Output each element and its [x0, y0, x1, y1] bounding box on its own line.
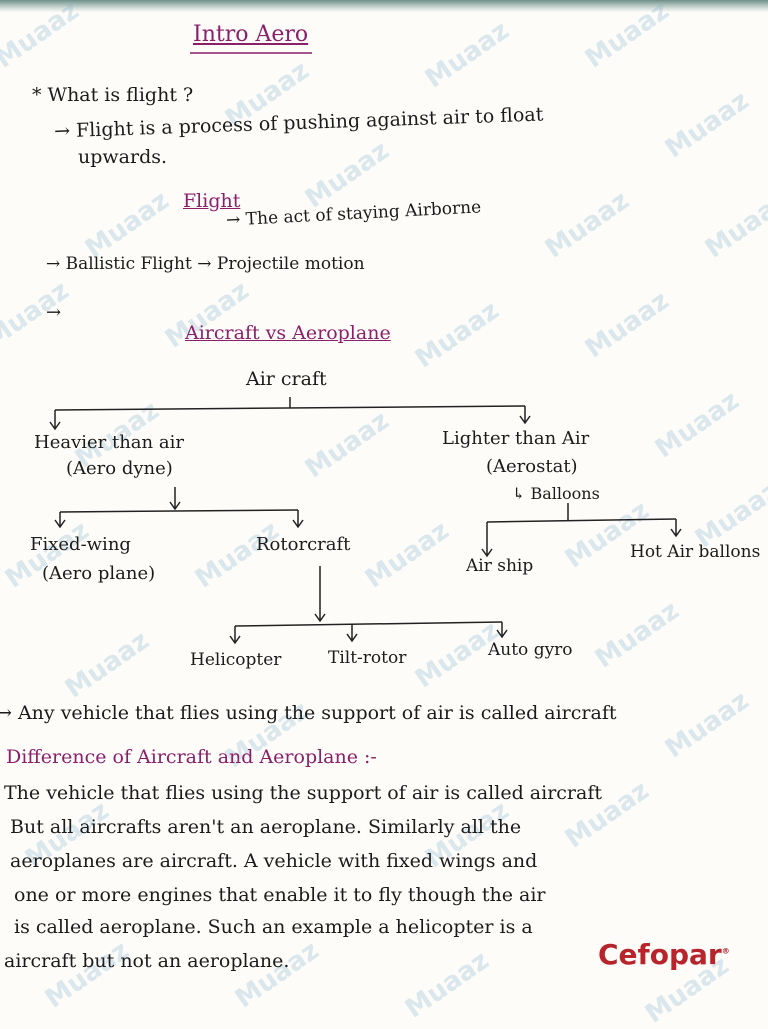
tree-balloons: ↳ Balloons: [512, 484, 600, 503]
paragraph-line: aircraft but not an aeroplane.: [4, 950, 290, 972]
brand-name: Cefopar: [598, 938, 722, 971]
tree-airship: Air ship: [466, 556, 534, 576]
brand-logo: Cefopar®: [598, 938, 730, 971]
paragraph-line: But all aircrafts aren't an aeroplane. S…: [10, 816, 522, 838]
answer-line-2: upwards.: [78, 146, 168, 168]
any-vehicle-statement: → Any vehicle that flies using the suppo…: [0, 702, 617, 724]
difference-heading: Difference of Aircraft and Aeroplane :-: [6, 746, 377, 768]
tree-fixed-wing: Fixed-wing: [30, 534, 131, 555]
tree-aerodyne: (Aero dyne): [66, 458, 173, 479]
tree-tilt-rotor: Tilt-rotor: [328, 648, 407, 668]
paragraph-line: aeroplanes are aircraft. A vehicle with …: [10, 850, 538, 872]
section-heading-aircraft-vs-aeroplane: Aircraft vs Aeroplane: [185, 322, 391, 344]
tree-aeroplane: (Aero plane): [42, 563, 156, 584]
page-title: Intro Aero: [193, 22, 309, 47]
page-top-strip: [0, 0, 768, 12]
registered-mark: ®: [721, 946, 730, 956]
paragraph-line: The vehicle that flies using the support…: [4, 782, 602, 804]
empty-arrow: →: [46, 302, 62, 323]
tree-rotorcraft: Rotorcraft: [256, 534, 351, 555]
question-what-is-flight: * What is flight ?: [32, 84, 194, 106]
tree-helicopter: Helicopter: [190, 650, 282, 670]
tree-autogyro: Auto gyro: [488, 640, 573, 660]
paragraph-line: is called aeroplane. Such an example a h…: [14, 916, 533, 938]
paragraph-line: one or more engines that enable it to fl…: [14, 884, 546, 906]
ballistic-flight-line: → Ballistic Flight → Projectile motion: [46, 254, 365, 274]
tree-aerostat: (Aerostat): [486, 456, 578, 477]
tree-root-aircraft: Air craft: [246, 368, 327, 390]
tree-lighter-than-air: Lighter than Air: [442, 428, 590, 449]
tree-heavier-than-air: Heavier than air: [34, 432, 184, 453]
flight-heading: Flight: [183, 190, 241, 212]
tree-hot-air-balloons: Hot Air ballons: [630, 542, 761, 562]
